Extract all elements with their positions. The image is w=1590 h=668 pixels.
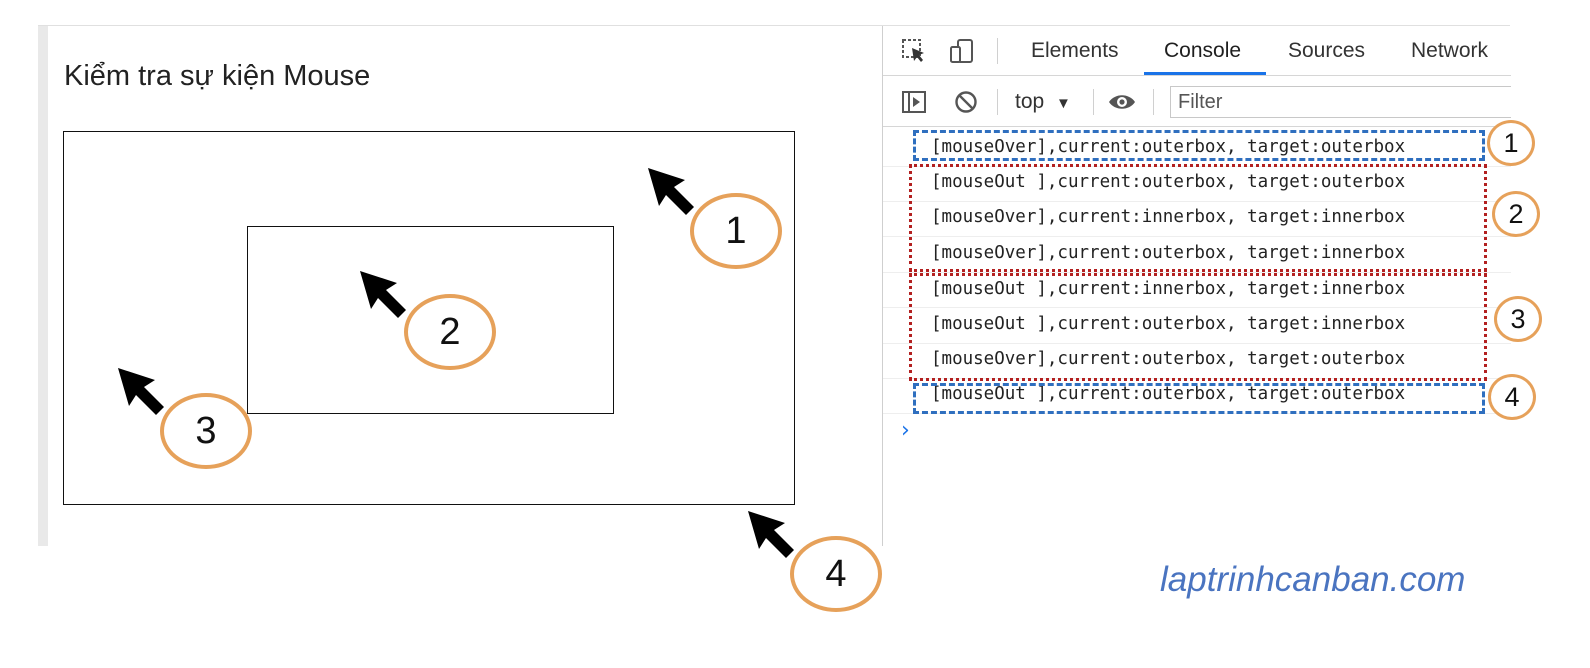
marker-number: 3 — [1510, 303, 1526, 334]
console-divider — [883, 201, 1511, 202]
marker-circle-3: 3 — [160, 393, 252, 469]
prompt-chevron-icon[interactable]: › — [901, 418, 910, 443]
devtools-panel: Elements Console Sources Network top ▼ — [882, 26, 1511, 546]
filter-input[interactable] — [1171, 87, 1511, 117]
page-left-strip — [38, 26, 48, 546]
console-divider — [883, 272, 1511, 273]
marker-circle-4: 4 — [790, 536, 882, 612]
console-log-line: [mouseOut ],current:outerbox, target:out… — [931, 384, 1406, 404]
marker-number: 2 — [439, 310, 461, 353]
marker-number: 3 — [195, 409, 217, 452]
watermark: laptrinhcanban.com — [1160, 560, 1466, 599]
clear-console-icon[interactable] — [953, 89, 979, 115]
filter-box — [1170, 86, 1511, 118]
console-marker-4: 4 — [1488, 374, 1536, 420]
innerbox[interactable] — [247, 226, 614, 414]
device-toolbar-icon[interactable] — [949, 38, 975, 64]
outerbox[interactable] — [63, 131, 795, 505]
toolbar-separator — [997, 89, 998, 115]
cursor-arrow-icon-2 — [360, 271, 406, 318]
group-box-3 — [909, 273, 1487, 381]
context-selector[interactable]: top ▼ — [1015, 77, 1071, 127]
tab-console[interactable]: Console — [1164, 39, 1242, 62]
toolbar-separator — [1093, 89, 1094, 115]
tab-network[interactable]: Network — [1411, 39, 1489, 62]
console-marker-3: 3 — [1494, 296, 1542, 342]
marker-circle-2: 2 — [404, 294, 496, 370]
marker-circle-1: 1 — [690, 193, 782, 269]
console-divider — [883, 236, 1511, 237]
cursor-arrow-icon-4 — [748, 511, 794, 558]
group-box-4 — [913, 383, 1485, 414]
devtools-tab-bar: Elements Console Sources Network — [883, 26, 1511, 76]
marker-number: 4 — [825, 552, 847, 595]
console-marker-1: 1 — [1487, 120, 1535, 166]
inspect-element-icon[interactable] — [901, 38, 927, 64]
console-log-line: [mouseOver],current:outerbox, target:out… — [931, 137, 1406, 157]
console-log-line: [mouseOut ],current:innerbox, target:inn… — [931, 279, 1406, 299]
eye-icon[interactable] — [1107, 90, 1137, 114]
active-tab-indicator — [1144, 72, 1266, 75]
toolbar-separator — [997, 38, 998, 64]
toolbar-separator — [1153, 89, 1154, 115]
marker-number: 1 — [1503, 127, 1519, 158]
console-toolbar: top ▼ — [883, 77, 1511, 127]
console-log-line: [mouseOut ],current:outerbox, target:inn… — [931, 314, 1406, 334]
console-divider — [883, 343, 1511, 344]
sidebar-toggle-icon[interactable] — [901, 89, 927, 115]
cursor-arrow-icon-1 — [648, 168, 694, 215]
console-log-line: [mouseOut ],current:outerbox, target:out… — [931, 172, 1406, 192]
console-log-line: [mouseOver],current:outerbox, target:out… — [931, 349, 1406, 369]
console-marker-2: 2 — [1492, 191, 1540, 237]
tab-sources[interactable]: Sources — [1288, 39, 1366, 62]
window-top-border — [38, 25, 1510, 26]
tab-elements[interactable]: Elements — [1031, 39, 1119, 62]
marker-number: 4 — [1504, 381, 1520, 412]
console-log-line: [mouseOver],current:innerbox, target:inn… — [931, 207, 1406, 227]
group-box-1 — [913, 130, 1485, 161]
cursor-arrow-icon-3 — [118, 368, 164, 415]
page-title: Kiểm tra sự kiện Mouse — [64, 60, 371, 92]
console-divider — [883, 307, 1511, 308]
marker-number: 1 — [725, 209, 747, 252]
context-selector-label: top — [1015, 90, 1045, 113]
console-log-line: [mouseOver],current:outerbox, target:inn… — [931, 243, 1406, 263]
group-box-2 — [909, 164, 1487, 272]
marker-number: 2 — [1508, 198, 1524, 229]
dropdown-arrow-icon: ▼ — [1056, 95, 1071, 112]
